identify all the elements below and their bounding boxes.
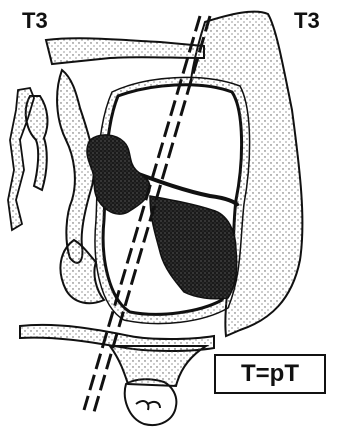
stage-box: T=pT — [214, 354, 326, 394]
t3-label-left: T3 — [22, 10, 48, 32]
t3-label-right: T3 — [294, 10, 320, 32]
alveolar-process — [110, 346, 206, 386]
ethmoid-cells — [8, 88, 34, 230]
orbital-floor — [46, 38, 204, 64]
middle-turbinate — [57, 70, 94, 263]
stage-box-text: T=pT — [241, 360, 299, 388]
